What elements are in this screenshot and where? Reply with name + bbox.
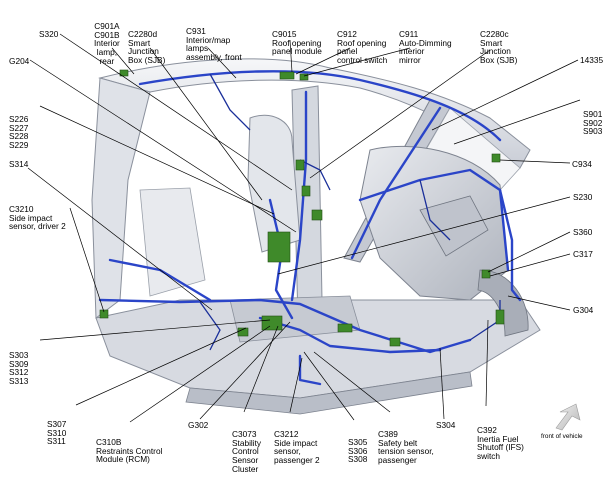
leader-line-g304	[507, 295, 571, 311]
leader-lines	[27, 33, 581, 423]
b-pillar-harness	[290, 90, 308, 302]
leader-line-s320	[59, 33, 293, 191]
rocker-panel	[185, 371, 473, 415]
floor-harness-left	[98, 298, 472, 354]
leader-line-c912	[295, 47, 351, 75]
leader-line-c3210	[69, 207, 105, 313]
label-g204: G204	[9, 56, 30, 66]
leader-line-c2280d	[149, 47, 263, 201]
leader-line-s303	[39, 319, 271, 341]
front-seat	[247, 114, 301, 253]
dome-lamp-connector	[119, 69, 129, 77]
roof-harness	[138, 70, 502, 142]
leader-line-c3073	[243, 325, 279, 413]
connectors	[99, 69, 505, 347]
leader-line-c3212	[289, 357, 303, 413]
leader-line-s901	[453, 99, 581, 145]
sensor-connector-1	[99, 309, 109, 319]
vehicle-cutaway-illustration	[27, 33, 581, 431]
label-g302: G302	[188, 420, 209, 430]
label-c934: C934	[572, 159, 592, 169]
sjb-module	[267, 231, 291, 263]
leader-line-c931	[207, 47, 237, 79]
label-s304: S304	[436, 420, 456, 430]
leader-line-s305	[303, 351, 355, 421]
leader-line-s360	[487, 231, 571, 273]
dash-harness-branch	[419, 179, 451, 241]
leader-line-c911	[303, 47, 411, 77]
rcm-module	[261, 315, 283, 331]
label-s360: S360	[573, 227, 593, 237]
dash-connector-1	[491, 153, 501, 163]
front-of-vehicle-label: front of vehicle	[541, 433, 583, 440]
leader-line-c934	[499, 159, 571, 164]
leader-line-c2280c	[309, 49, 491, 179]
front-of-vehicle-arrow-icon	[555, 403, 581, 431]
leader-line-s304	[439, 347, 445, 420]
glove-box	[419, 195, 489, 257]
label-s320: S320	[39, 29, 59, 39]
leader-line-s314	[27, 167, 213, 311]
leader-line-s226	[39, 105, 275, 215]
wiring-harness-secondary	[199, 73, 501, 351]
leader-line-s307	[75, 327, 247, 406]
pillar-connector-1	[295, 159, 305, 171]
sensor-connector-2	[337, 323, 353, 333]
leader-line-g302	[199, 321, 291, 420]
pillar-connector-2	[301, 185, 311, 197]
dash-connector-2	[481, 269, 491, 279]
leader-line-c901	[111, 47, 135, 75]
seat-connector	[389, 337, 401, 347]
pillar-connector-3	[311, 209, 323, 221]
a-pillar-harness	[350, 106, 442, 260]
wiring-harness	[98, 70, 522, 386]
roof-panel-module	[279, 71, 295, 80]
cowl-harness	[498, 188, 522, 302]
leader-line-c9015	[289, 39, 293, 73]
sill-harness	[298, 354, 322, 386]
pillar-harness-branch	[299, 159, 331, 191]
front-wheel-house	[477, 269, 529, 337]
label-s314: S314	[9, 159, 29, 169]
floor-harness-branch	[199, 301, 221, 351]
label-c317: C317	[573, 249, 593, 259]
kick-connector	[495, 309, 505, 325]
dash-harness	[358, 168, 510, 272]
label-s230: S230	[573, 192, 593, 202]
leader-line-c317	[489, 253, 571, 277]
roof-harness-branch	[209, 73, 251, 131]
mirror-connector	[299, 73, 309, 81]
label-g304: G304	[573, 305, 594, 315]
leader-line-c392	[485, 319, 489, 407]
leader-line-c389	[313, 351, 391, 413]
label-14335: 14335	[580, 55, 604, 65]
leader-line-14335	[431, 59, 579, 131]
leader-line-s230	[277, 196, 571, 275]
seat-harness	[268, 198, 294, 320]
leader-line-c310b	[129, 325, 271, 423]
